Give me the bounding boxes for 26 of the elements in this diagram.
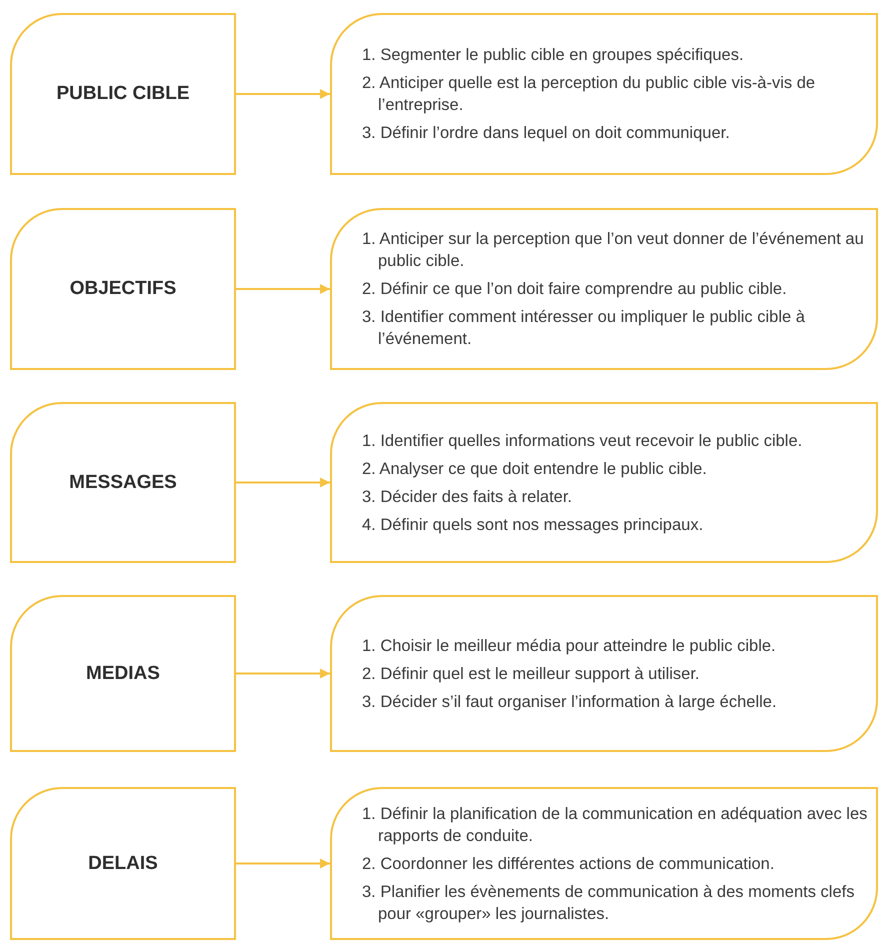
list-item: 2. Coordonner les différentes actions de communication.: [362, 854, 776, 874]
list-item: 1. Définir la planification de la communication en adéquation avec les rapports de conduite.: [362, 804, 868, 846]
list-item: 2. Définir ce que l’on doit faire comprendre au public cible.: [362, 279, 788, 300]
list-item: 3. Identifier comment intéresser ou impliquer le public cible à l’événement.: [362, 307, 806, 350]
category-title: MESSAGES: [68, 472, 178, 494]
category-title: OBJECTIFS: [68, 278, 178, 300]
arrow: [236, 89, 330, 99]
list-item: 2. Analyser ce que doit entendre le public cible.: [362, 458, 708, 480]
list-item: 2. Anticiper quelle est la perception du public cible vis-à-vis de l’entreprise.: [362, 73, 816, 116]
arrow: [236, 858, 330, 868]
arrow: [236, 478, 330, 488]
arrow: [236, 284, 330, 294]
category-title: DELAIS: [87, 852, 159, 874]
category-title: MEDIAS: [85, 662, 161, 684]
list-item: 2. Définir quel est le meilleur support à utiliser.: [362, 664, 700, 684]
category-title: PUBLIC CIBLE: [56, 83, 190, 105]
list-item: 4. Définir quels sont nos messages principaux.: [362, 514, 704, 536]
list-item: 3. Définir l’ordre dans lequel on doit communiquer.: [362, 123, 731, 144]
list-item: 1. Identifier quelles informations veut recevoir le public cible.: [362, 430, 804, 452]
list-item: 1. Segmenter le public cible en groupes spécifiques.: [362, 45, 745, 66]
arrow: [236, 668, 330, 678]
list-item: 3. Décider s’il faut organiser l’information à large échelle.: [362, 692, 778, 712]
list-item: 3. Planifier les évènements de communication à des moments clefs pour «grouper» les journalistes.: [362, 882, 856, 924]
list-item: 1. Anticiper sur la perception que l’on veut donner de l’événement au public cible.: [362, 229, 865, 272]
list-item: 1. Choisir le meilleur média pour atteindre le public cible.: [362, 636, 777, 656]
list-item: 3. Décider des faits à relater.: [362, 486, 574, 508]
